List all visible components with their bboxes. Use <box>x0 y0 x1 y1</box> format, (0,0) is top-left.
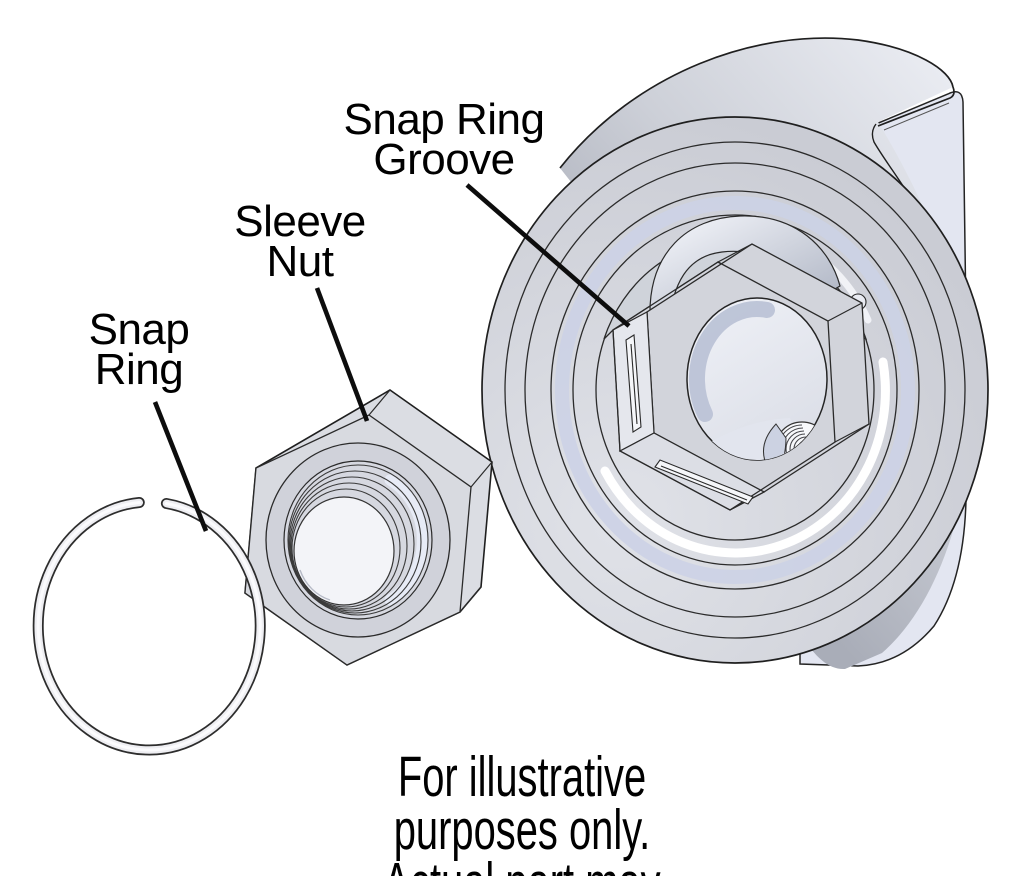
snap-ring-sheen <box>36 501 262 752</box>
snap-ring-groove-slot-bottom <box>654 459 754 505</box>
nut-depth-edges <box>368 389 493 613</box>
recess-band <box>555 196 915 584</box>
cavity-tongue <box>649 215 841 332</box>
nut-thread <box>287 464 429 616</box>
leader-snap-ring-groove <box>465 183 631 328</box>
label-snap-ring: Snap Ring <box>88 305 190 394</box>
bore-shading-crescent <box>688 301 775 422</box>
snap-ring-illustration <box>32 497 266 756</box>
leader-snap-ring <box>152 401 209 532</box>
housing-illustration <box>481 37 989 670</box>
flange-step-inner-line <box>883 102 950 131</box>
label-sleeve-nut: Sleeve Nut <box>234 197 366 286</box>
cylinder-top-edge <box>559 37 955 169</box>
snap-ring-groove-slot-left <box>625 334 642 433</box>
disclaimer-text: For illustrative purposes only. Actual p… <box>383 745 660 876</box>
label-snap-ring-groove: Snap Ring Groove <box>343 95 545 184</box>
groove-highlight-arc <box>600 357 890 558</box>
nut-bore-shadow <box>299 569 331 601</box>
nut-highlight-crescent <box>384 474 428 606</box>
leader-sleeve-nut <box>314 287 370 422</box>
leader-lines <box>152 183 631 532</box>
sleeve-nut-illustration <box>244 389 493 666</box>
nut-bore <box>293 496 395 606</box>
